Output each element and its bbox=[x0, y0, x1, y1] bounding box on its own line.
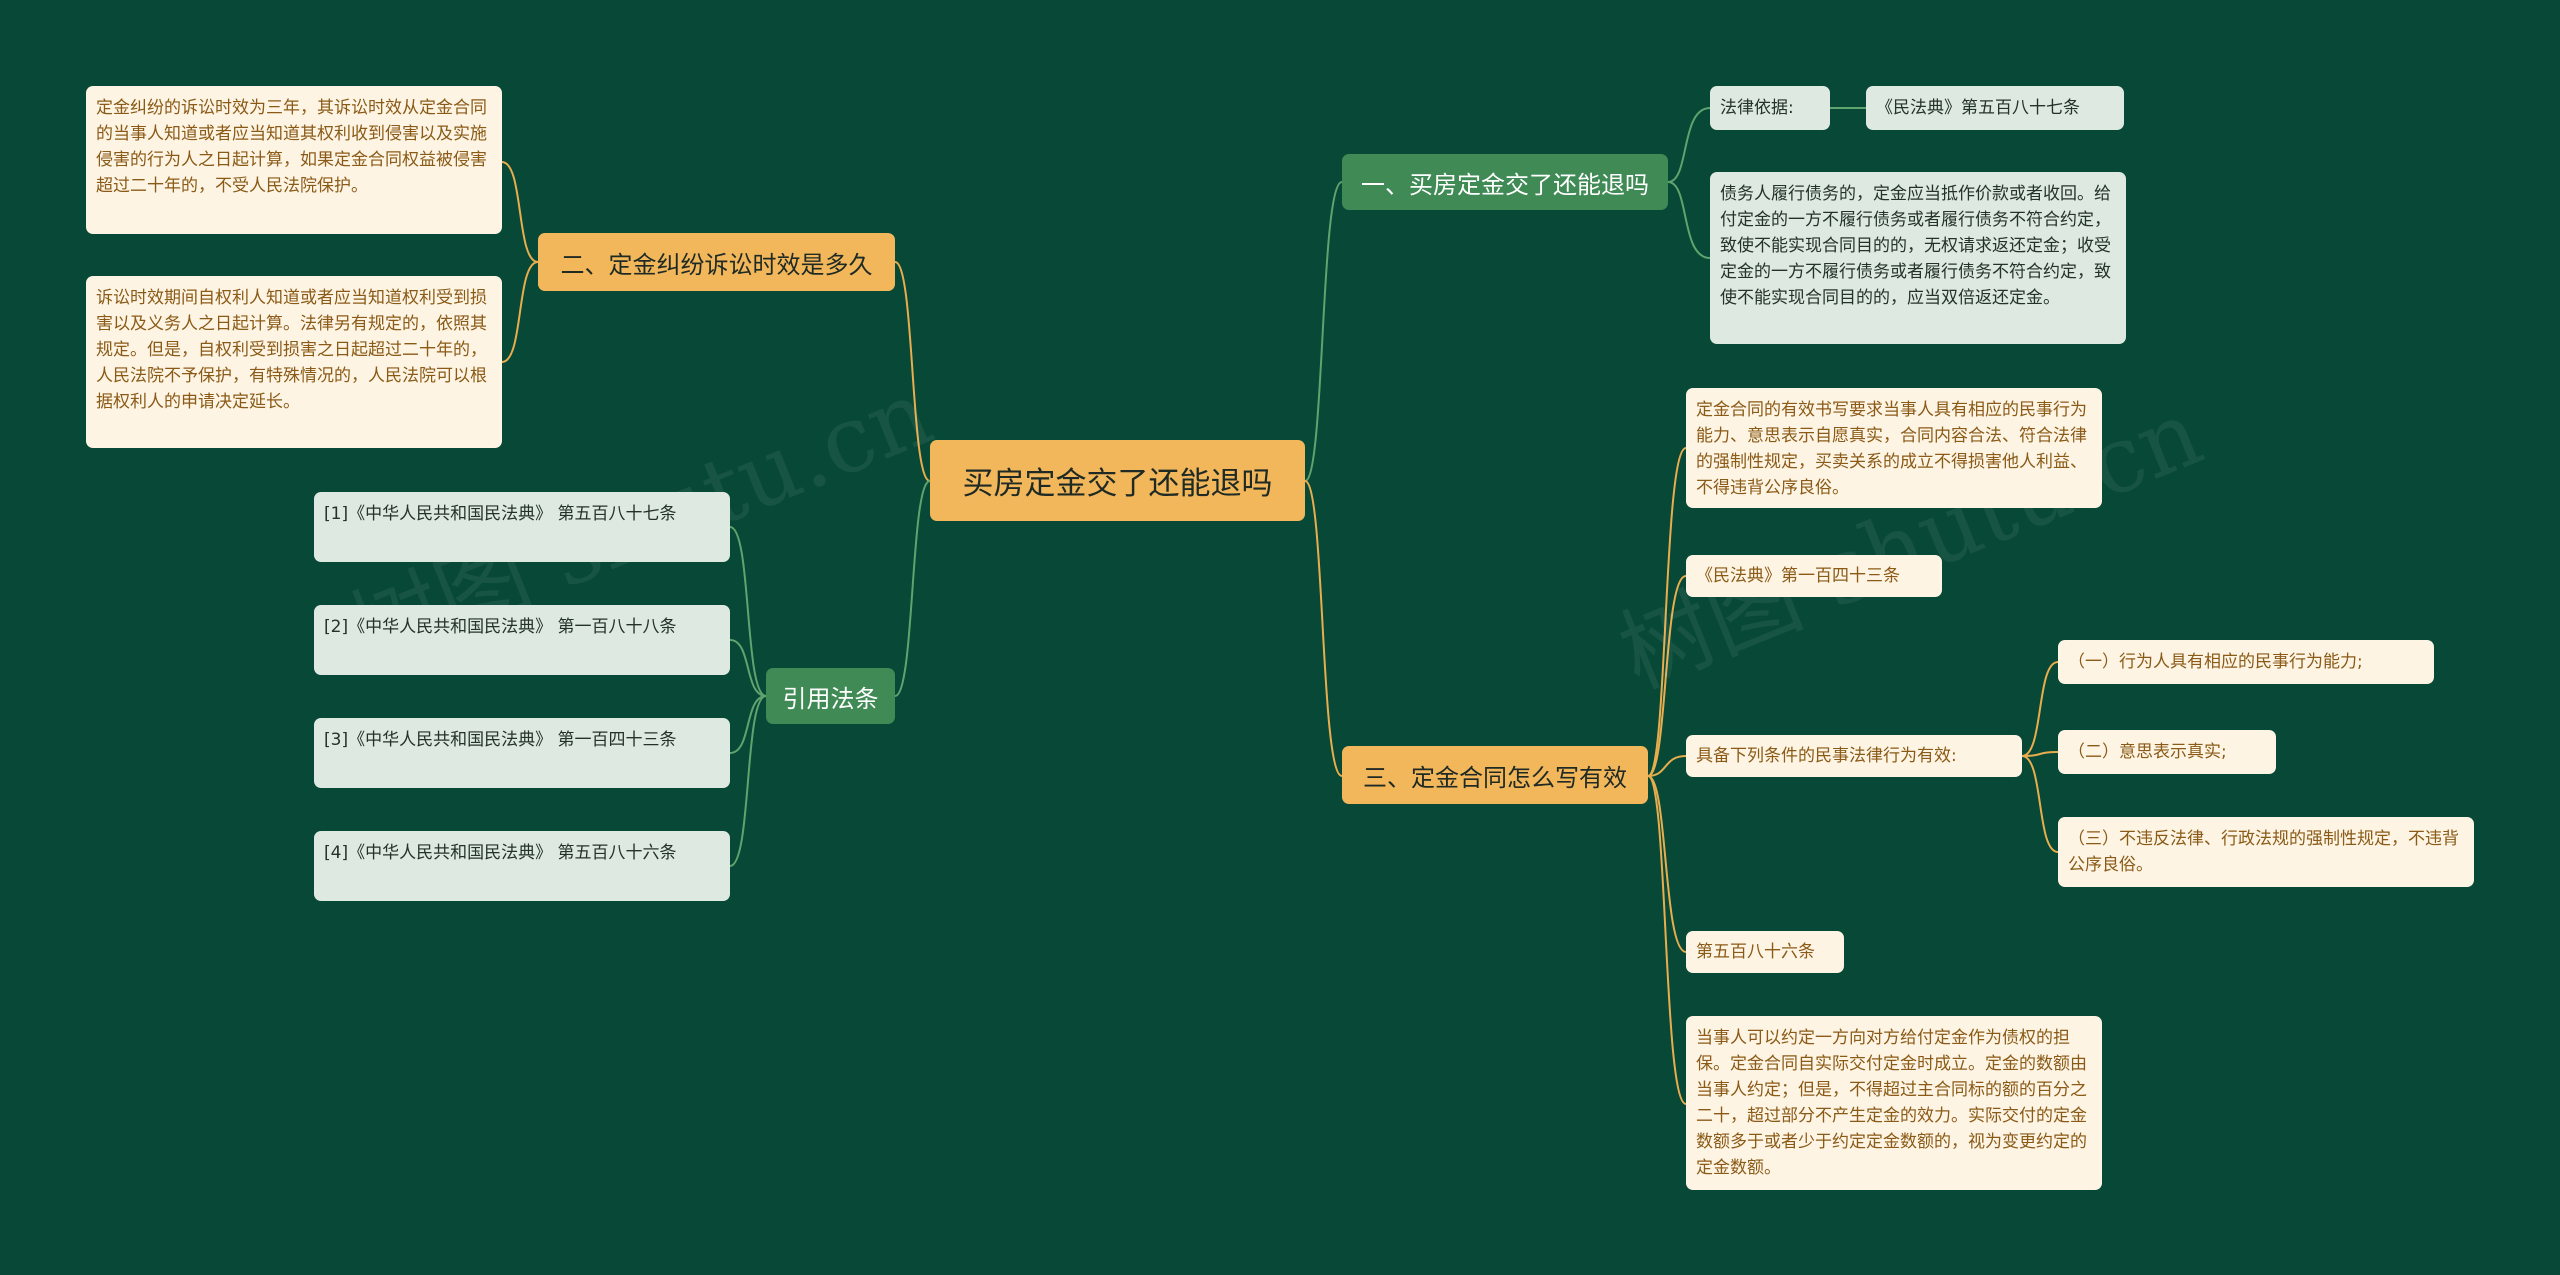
link-b3-cond bbox=[1647, 755, 1687, 777]
limitation-text-1[interactable]: 定金纠纷的诉讼时效为三年，其诉讼时效从定金合同的当事人知道或者应当知道其权利收到… bbox=[86, 86, 502, 234]
refund-rule-text[interactable]: 债务人履行债务的，定金应当抵作价款或者收回。给付定金的一方不履行债务或者履行债务… bbox=[1710, 172, 2126, 344]
civil-code-586[interactable]: 第五百八十六条 bbox=[1686, 931, 1844, 973]
link-b3-text2 bbox=[1647, 775, 1687, 1105]
link-cond-1 bbox=[2021, 661, 2059, 757]
reference-item[interactable]: [4]《中华人民共和国民法典》 第五百八十六条 bbox=[314, 831, 730, 901]
legal-basis-value[interactable]: 《民法典》第五百八十七条 bbox=[1866, 86, 2124, 130]
limitation-text-2[interactable]: 诉讼时效期间自权利人知道或者应当知道权利受到损害以及义务人之日起计算。法律另有规… bbox=[86, 276, 502, 448]
legal-basis-label[interactable]: 法律依据: bbox=[1710, 86, 1830, 130]
link-refs-4 bbox=[729, 695, 767, 867]
link-root-refs bbox=[894, 480, 931, 697]
root-topic[interactable]: 买房定金交了还能退吗 bbox=[930, 440, 1305, 521]
link-b1-basis bbox=[1667, 107, 1711, 183]
branch-limitation-period[interactable]: 二、定金纠纷诉讼时效是多久 bbox=[538, 233, 895, 291]
reference-item[interactable]: [1]《中华人民共和国民法典》 第五百八十七条 bbox=[314, 492, 730, 562]
link-b3-law2 bbox=[1647, 775, 1687, 953]
civil-code-143[interactable]: 《民法典》第一百四十三条 bbox=[1686, 555, 1942, 597]
link-b3-text1 bbox=[1647, 447, 1687, 777]
condition-item[interactable]: （一）行为人具有相应的民事行为能力; bbox=[2058, 640, 2434, 684]
link-b2-text2 bbox=[501, 261, 539, 363]
condition-item[interactable]: （二）意思表示真实; bbox=[2058, 730, 2276, 774]
link-refs-2 bbox=[729, 639, 767, 697]
link-b1-text bbox=[1667, 181, 1711, 259]
link-b3-law1 bbox=[1647, 575, 1687, 777]
link-refs-3 bbox=[729, 695, 767, 754]
link-root-b3 bbox=[1304, 480, 1343, 777]
branch-references[interactable]: 引用法条 bbox=[766, 668, 895, 724]
branch-can-refund[interactable]: 一、买房定金交了还能退吗 bbox=[1342, 154, 1668, 210]
link-cond-3 bbox=[2021, 755, 2059, 853]
contract-requirements-text[interactable]: 定金合同的有效书写要求当事人具有相应的民事行为能力、意思表示自愿真实，合同内容合… bbox=[1686, 388, 2102, 508]
valid-conditions-label[interactable]: 具备下列条件的民事法律行为有效: bbox=[1686, 735, 2022, 777]
condition-item[interactable]: （三）不违反法律、行政法规的强制性规定，不违背公序良俗。 bbox=[2058, 817, 2474, 887]
link-cond-2 bbox=[2021, 751, 2059, 757]
link-root-b2 bbox=[894, 261, 931, 482]
branch-contract-validity[interactable]: 三、定金合同怎么写有效 bbox=[1342, 746, 1648, 804]
reference-item[interactable]: [3]《中华人民共和国民法典》 第一百四十三条 bbox=[314, 718, 730, 788]
deposit-amount-text[interactable]: 当事人可以约定一方向对方给付定金作为债权的担保。定金合同自实际交付定金时成立。定… bbox=[1686, 1016, 2102, 1190]
link-refs-1 bbox=[729, 526, 767, 697]
reference-item[interactable]: [2]《中华人民共和国民法典》 第一百八十八条 bbox=[314, 605, 730, 675]
link-root-b1 bbox=[1304, 181, 1343, 482]
link-b2-text1 bbox=[501, 161, 539, 263]
